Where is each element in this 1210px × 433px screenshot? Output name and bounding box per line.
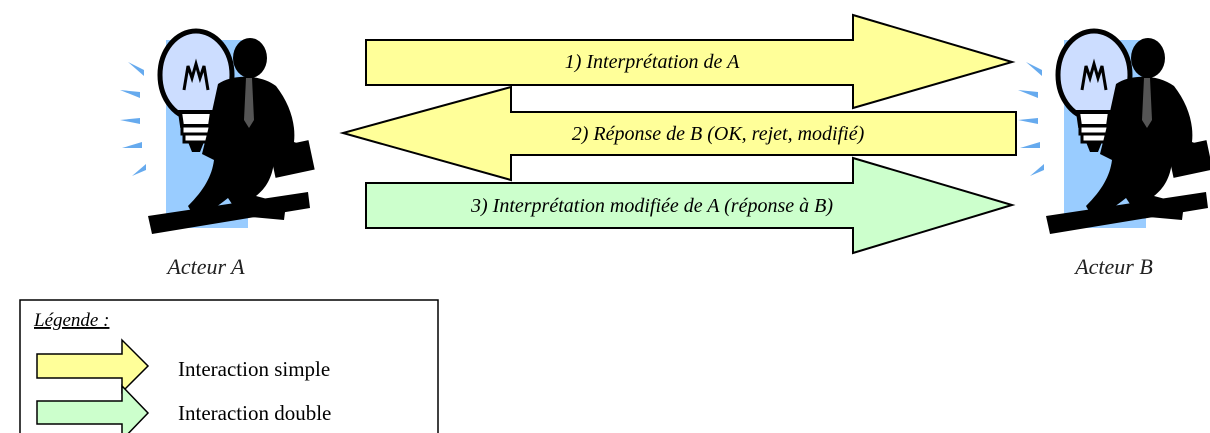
arrow-interpretation-modifiee: 3) Interprétation modifiée de A (réponse…: [365, 156, 1016, 255]
actor-b: Acteur B: [1018, 31, 1210, 279]
legend-arrow-simple: [36, 338, 150, 394]
actor-a-label: Acteur A: [165, 254, 245, 279]
arrow-2-label: 2) Réponse de B (OK, rejet, modifié): [572, 123, 865, 145]
arrow-1-shape: [365, 13, 1016, 110]
arrow-3-shape: [365, 156, 1016, 255]
actor-a: Acteur A: [120, 31, 315, 279]
businessman-lightbulb-icon: [120, 31, 315, 234]
actor-b-label: Acteur B: [1073, 254, 1153, 279]
arrow-2-shape: [339, 85, 1017, 182]
arrow-reponse-b: 2) Réponse de B (OK, rejet, modifié): [339, 85, 1017, 182]
arrow-1-label: 1) Interprétation de A: [565, 51, 740, 73]
arrow-3-label: 3) Interprétation modifiée de A (réponse…: [470, 195, 833, 217]
legend: Légende : Interaction simple Interaction…: [19, 299, 439, 433]
legend-title: Légende :: [33, 310, 109, 331]
legend-item-simple: Interaction simple: [36, 338, 330, 394]
legend-label-simple: Interaction simple: [178, 357, 330, 381]
legend-item-double: Interaction double: [36, 384, 331, 433]
legend-arrow-double: [36, 384, 150, 433]
businessman-lightbulb-icon: [1018, 31, 1210, 234]
legend-label-double: Interaction double: [178, 401, 331, 425]
arrow-interpretation-a: 1) Interprétation de A: [365, 13, 1016, 110]
